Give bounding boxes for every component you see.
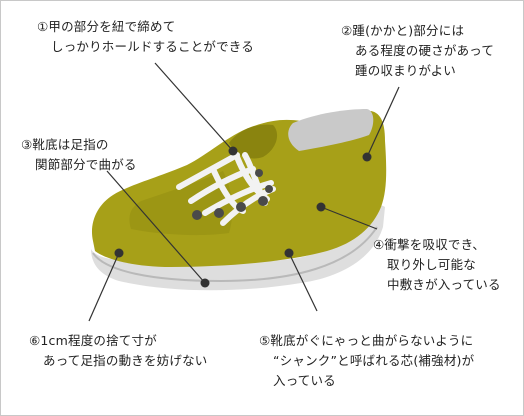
annotation-5: ⑤靴底がぐにゃっと曲がらないように “シャンク”と呼ばれる芯(補強材)が 入って… (259, 331, 474, 391)
leader-line-3 (106, 170, 206, 284)
shoe-upper (91, 111, 387, 267)
annotation-5-line-3: 入っている (273, 373, 336, 388)
shoe-shading (129, 171, 233, 236)
annotation-5-line-2: “シャンク”と呼ばれる芯(補強材)が (273, 353, 475, 368)
annotation-5-line-1: ⑤靴底がぐにゃっと曲がらないように (259, 333, 474, 348)
annotation-6-line-2: あって足指の動きを妨げない (43, 353, 208, 368)
leader-dot-1 (228, 146, 238, 156)
annotation-4-line-1: ④衝撃を吸収でき、 (373, 237, 486, 252)
leader-dots (114, 146, 372, 288)
shoe-tongue (229, 124, 278, 159)
annotation-3: ③靴底は足指の 関節部分で曲がる (21, 135, 137, 175)
leader-dot-4 (316, 202, 326, 212)
annotation-3-line-1: ③靴底は足指の (21, 137, 109, 152)
shoe-sole (91, 205, 385, 291)
annotation-4: ④衝撃を吸収でき、 取り外し可能な 中敷きが入っている (373, 235, 501, 295)
leader-line-1 (154, 62, 234, 152)
leader-line-6 (88, 252, 120, 322)
annotation-2-line-2: ある程度の硬さがあって (355, 43, 495, 58)
annotation-6: ⑥1cm程度の捨て寸が あって足指の動きを妨げない (29, 331, 207, 371)
shoe-sole-edge (92, 226, 378, 283)
annotation-1: ①甲の部分を紐で締めて しっかりホールドすることができる (37, 17, 254, 57)
annotation-2: ②踵(かかと)部分には ある程度の硬さがあって 踵の収まりがよい (341, 21, 494, 81)
leader-dot-5 (284, 248, 294, 258)
shoe-insole (288, 109, 374, 151)
annotation-6-line-1: ⑥1cm程度の捨て寸が (29, 333, 157, 348)
annotation-1-line-1: ①甲の部分を紐で締めて (37, 19, 176, 34)
annotation-3-line-2: 関節部分で曲がる (35, 157, 137, 172)
annotation-2-line-3: 踵の収まりがよい (355, 63, 456, 78)
leader-dot-6 (114, 248, 124, 258)
annotation-1-line-2: しっかりホールドすることができる (51, 39, 254, 54)
leader-dot-2 (362, 152, 372, 162)
annotation-4-line-2: 取り外し可能な (387, 257, 476, 272)
leader-lines (88, 62, 400, 322)
leader-line-5 (288, 252, 318, 312)
leader-line-2 (366, 86, 400, 158)
annotation-2-line-1: ②踵(かかと)部分には (341, 23, 465, 38)
leader-line-4 (320, 206, 378, 230)
leader-dot-3 (200, 278, 210, 288)
shoe-eyelets (192, 169, 273, 220)
annotation-4-line-3: 中敷きが入っている (387, 277, 501, 292)
